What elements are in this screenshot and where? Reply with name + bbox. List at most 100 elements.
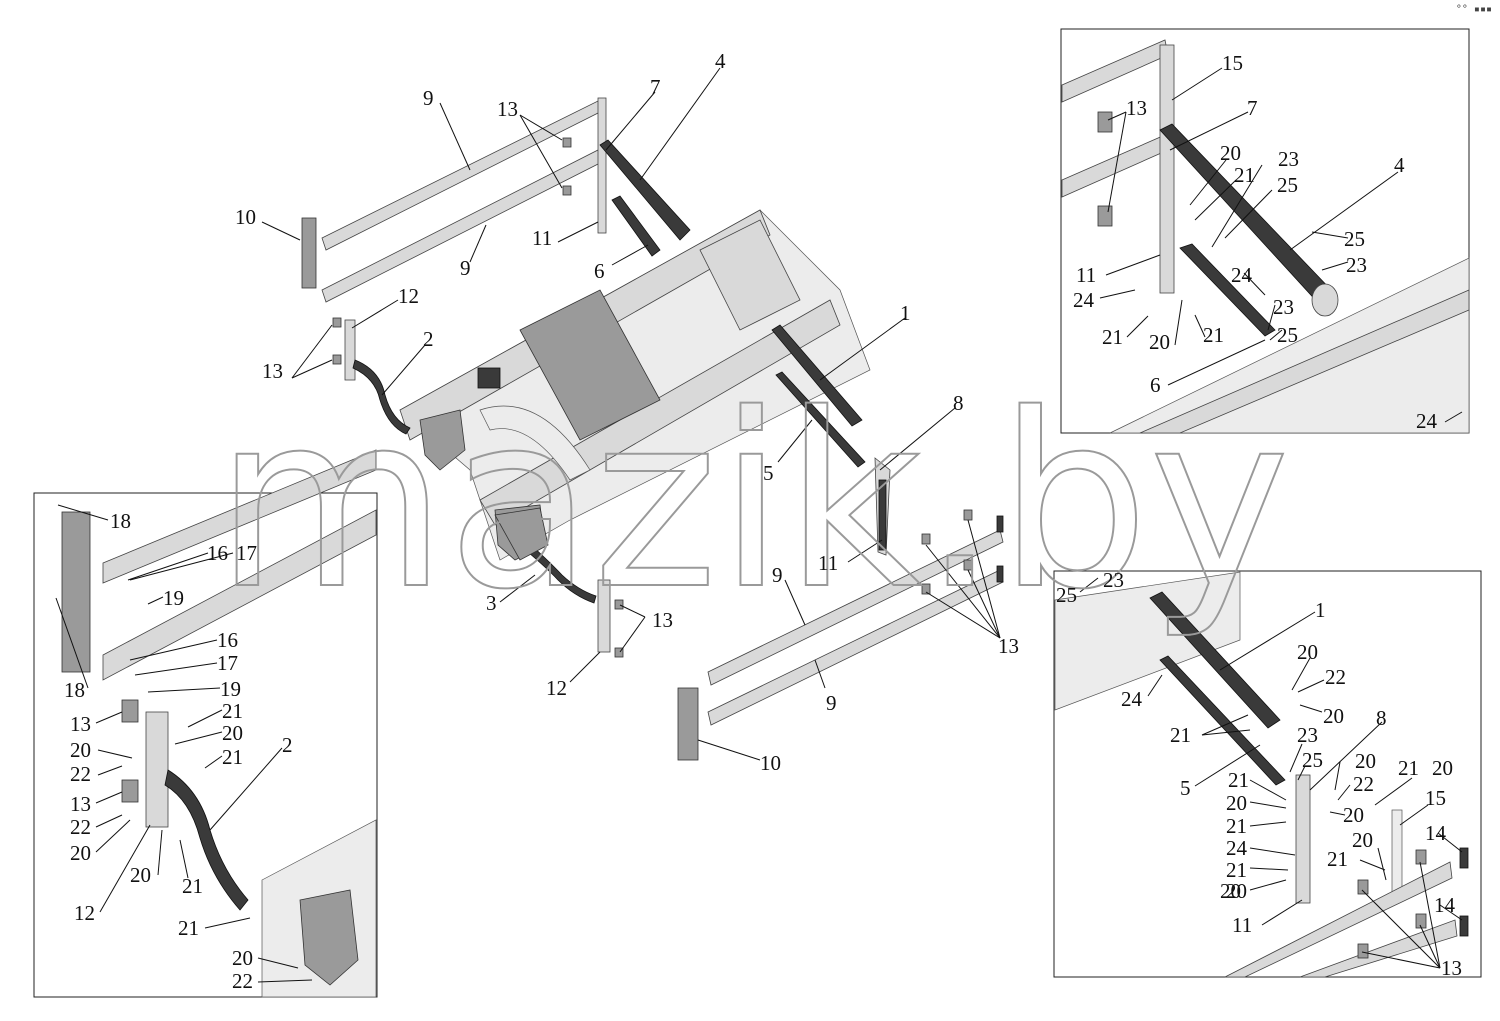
callout-label-m13b: 13 [262,359,283,383]
chassis-crossmember-2 [699,219,801,331]
chassis-bracket [477,367,501,389]
rail-lower [1061,134,1169,198]
brace-6 [1179,243,1276,337]
callout-label-m9d: 9 [826,691,837,715]
bracket-12-lower [597,579,611,653]
callout-label-b20c: 20 [70,841,91,865]
plate-13-b [121,779,139,803]
callout-label-m10a: 10 [235,205,256,229]
callout-label-c20d: 20 [1432,756,1453,780]
plate-13-a [1415,849,1427,865]
callout-label-a11: 11 [1076,263,1096,287]
post-11-lower [878,479,887,551]
callout-label-a20b: 20 [1149,330,1170,354]
callout-label-c23a: 23 [1103,568,1124,592]
callout-label-m2: 2 [423,327,434,351]
callout-label-a25a: 25 [1277,173,1298,197]
corner-mark: °° ▪▪▪ [1455,4,1492,15]
callout-label-m12a: 12 [398,284,419,308]
callout-label-m9a: 9 [423,86,434,110]
chassis-arch [479,405,591,481]
callout-label-m11b: 11 [818,551,838,575]
callout-label-c14b: 14 [1434,893,1456,917]
callout-label-b21c: 21 [182,874,203,898]
callout-label-a13: 13 [1126,96,1147,120]
plate-13-c [1415,913,1427,929]
callout-label-c24b: 24 [1226,836,1248,860]
watermark: mazik.by [215,362,1290,642]
callout-label-b17a: 17 [236,541,257,565]
callout-label-c24a: 24 [1121,687,1143,711]
callout-label-a24b: 24 [1073,288,1095,312]
callout-label-b17b: 17 [217,651,238,675]
brace-5 [1159,655,1286,786]
arm-3 [515,534,597,604]
callout-label-c20h: 20 [1220,879,1241,903]
callout-label-c25b: 25 [1302,748,1323,772]
callout-label-c20b: 20 [1323,704,1344,728]
callout-label-a6: 6 [1150,373,1161,397]
callout-label-b20a: 20 [222,721,243,745]
callout-label-c21c: 21 [1228,768,1249,792]
callout-label-b19b: 19 [220,677,241,701]
chassis-section [1054,571,1241,711]
bracket-12-upper [344,319,356,381]
callout-label-a21c: 21 [1203,323,1224,347]
callout-label-b13a: 13 [70,712,91,736]
lower-rail-9-top [707,529,1004,686]
end-cap-right-b [996,565,1004,583]
post-15 [1391,809,1403,896]
detail-frame-left [33,492,378,998]
callout-label-b20d: 20 [130,863,151,887]
plate-13-i [614,599,624,610]
post-8 [1295,774,1311,904]
callout-label-c21e: 21 [1327,847,1348,871]
callout-label-c21d: 21 [1226,814,1247,838]
chassis-section [1109,257,1470,434]
leader-lines [55,67,1463,983]
chassis-crossmember [519,289,661,441]
callout-label-a24a: 24 [1231,263,1253,287]
callout-label-a24c: 24 [1416,409,1438,433]
plate-13-b [562,185,572,196]
callout-label-c8: 8 [1376,706,1387,730]
callout-label-c21b: 21 [1398,756,1419,780]
callout-label-c20i: 20 [1226,879,1247,903]
end-cap-18 [61,511,91,673]
callout-label-a20a: 20 [1220,141,1241,165]
callout-label-b20b: 20 [70,738,91,762]
callout-label-c21a: 21 [1170,723,1191,747]
callout-label-b18a: 18 [110,509,131,533]
callout-label-m13d: 13 [998,634,1019,658]
callout-label-a25b: 25 [1344,227,1365,251]
callout-label-m11a: 11 [532,226,552,250]
callout-label-c20g: 20 [1352,828,1373,852]
rail-upper [1061,39,1169,103]
callout-label-a23b: 23 [1346,253,1367,277]
plate-13-d [1357,943,1369,959]
callout-label-a21b: 21 [1102,325,1123,349]
rail-lower [1299,919,1458,978]
callout-label-c11: 11 [1232,913,1252,937]
callout-label-b16a: 16 [207,541,228,565]
callout-label-b20e: 20 [232,946,253,970]
callout-label-m4: 4 [715,49,726,73]
arm-1 [771,324,863,427]
callout-label-c13: 13 [1441,956,1462,980]
callout-label-a23c: 23 [1273,295,1294,319]
detail-bottom-right-drawing [1054,571,1469,978]
end-cap-right-a [996,515,1004,533]
callout-label-c14a: 14 [1425,821,1447,845]
callout-label-m5: 5 [763,461,774,485]
callout-label-b21a: 21 [222,699,243,723]
callout-label-b21b: 21 [222,745,243,769]
end-cap-10-upper [301,217,317,289]
bracket-12 [145,711,169,828]
callout-label-m3: 3 [486,591,497,615]
plate-13 [1097,111,1113,133]
end-cap-14-b [1459,915,1469,937]
chassis-rail [1139,289,1470,434]
callout-label-c20f: 20 [1343,803,1364,827]
plate-13-g [921,533,931,545]
